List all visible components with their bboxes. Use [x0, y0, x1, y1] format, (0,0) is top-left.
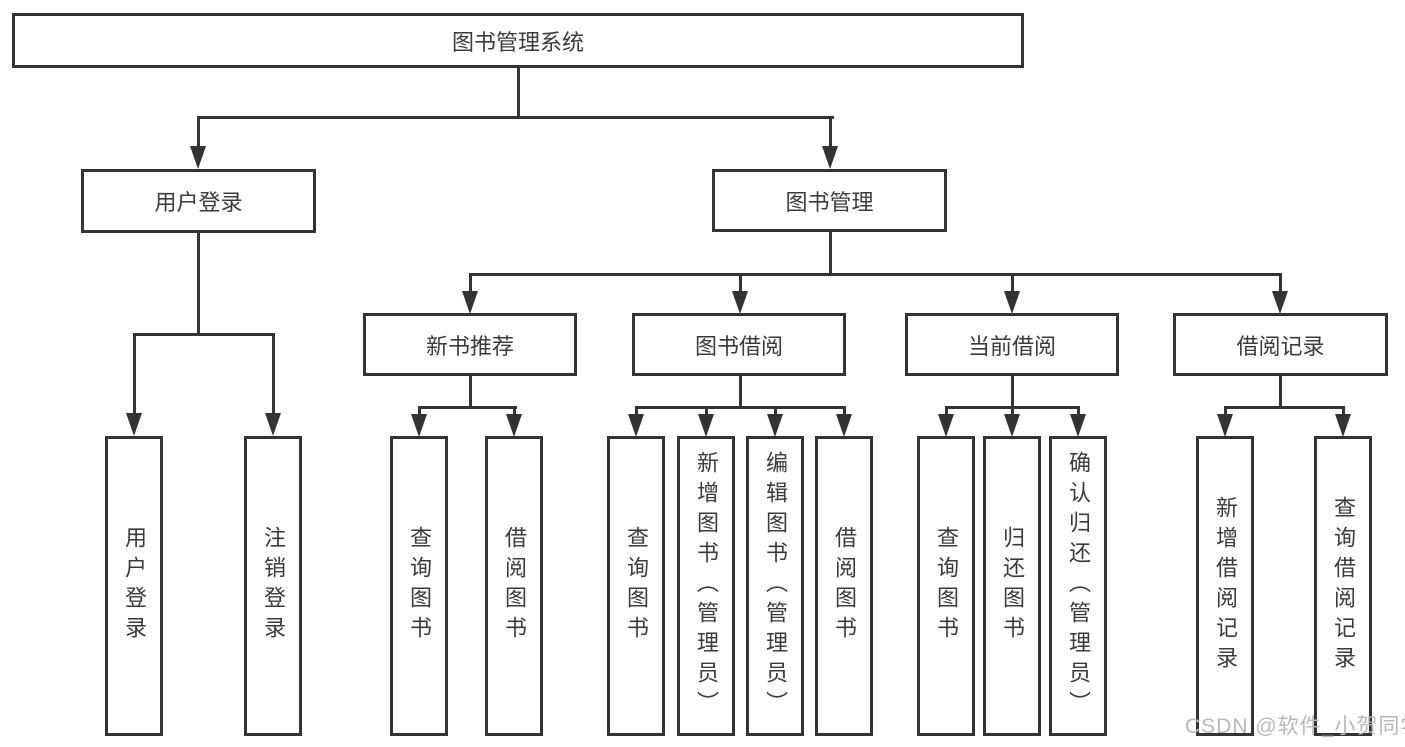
connector-l4-branch: [634, 406, 846, 409]
node-user-login: 用户登录: [81, 169, 316, 233]
connector-user-login-branch: [132, 333, 275, 336]
leaf-br-query-record-label: 查询借阅记录: [1331, 496, 1356, 676]
connector-l4-stem: [738, 376, 742, 409]
connector-l2-branch: [196, 116, 834, 119]
arrow-down-icon: [411, 414, 427, 437]
arrow-down-icon: [698, 414, 714, 437]
arrow-down-icon: [732, 291, 748, 314]
arrow-down-icon: [1272, 291, 1288, 314]
connector-l4-stem: [1278, 376, 1282, 409]
connector-leaf-stem: [132, 333, 136, 415]
connector-l2-stem-book-mgmt: [828, 116, 832, 149]
leaf-br-add-record-label: 新增借阅记录: [1213, 496, 1238, 676]
leaf-bb-add-books-label: 新增图书（管理员）: [694, 451, 719, 721]
node-book-mgmt: 图书管理: [712, 169, 947, 232]
connector-l4-stem: [468, 376, 472, 409]
connector-leaf-stem: [773, 406, 777, 416]
node-borrow-record: 借阅记录: [1173, 313, 1388, 376]
arrow-down-icon: [1004, 414, 1020, 437]
connector-l4-branch: [417, 406, 517, 409]
connector-l3-stem: [738, 273, 742, 295]
arrow-down-icon: [506, 414, 522, 437]
leaf-cb-confirm-return-label: 确认归还（管理员）: [1066, 451, 1091, 721]
connector-leaf-stem: [634, 406, 638, 416]
leaf-bb-borrow-books: 借阅图书: [815, 436, 873, 736]
node-root-label: 图书管理系统: [451, 29, 584, 55]
node-current-borrow-label: 当前借阅: [967, 333, 1056, 359]
connector-l3-stem: [1010, 273, 1014, 295]
leaf-bb-borrow-books-label: 借阅图书: [832, 526, 857, 646]
node-borrow-record-label: 借阅记录: [1236, 333, 1325, 359]
connector-leaf-stem: [512, 406, 516, 416]
arrow-down-icon: [265, 413, 281, 436]
leaf-rec-borrow-books: 借阅图书: [485, 436, 543, 736]
leaf-rec-query-books-label: 查询图书: [407, 526, 432, 646]
leaf-bb-edit-books-label: 编辑图书（管理员）: [763, 451, 788, 721]
node-new-book-rec-label: 新书推荐: [425, 333, 514, 359]
connector-leaf-stem: [417, 406, 421, 416]
connector-leaf-stem: [842, 406, 846, 416]
connector-leaf-stem: [944, 406, 948, 416]
arrow-down-icon: [1217, 414, 1233, 437]
leaf-cb-confirm-return: 确认归还（管理员）: [1049, 436, 1107, 736]
connector-leaf-stem: [1341, 406, 1345, 416]
node-current-borrow: 当前借阅: [905, 313, 1119, 376]
arrow-down-icon: [1004, 291, 1020, 314]
arrow-down-icon: [836, 414, 852, 437]
leaf-bb-query-books: 查询图书: [607, 436, 665, 736]
leaf-bb-edit-books: 编辑图书（管理员）: [746, 436, 804, 736]
connector-user-login-stem: [196, 233, 200, 336]
leaf-user-login-label: 用户登录: [122, 526, 147, 646]
arrow-down-icon: [628, 414, 644, 437]
arrow-down-icon: [1070, 414, 1086, 437]
node-book-borrow: 图书借阅: [632, 313, 846, 376]
connector-l4-stem: [1010, 376, 1014, 409]
connector-leaf-stem: [1010, 406, 1014, 416]
connector-l3-stem: [468, 273, 472, 295]
arrow-down-icon: [822, 146, 838, 169]
node-book-borrow-label: 图书借阅: [694, 333, 783, 359]
arrow-down-icon: [126, 413, 142, 436]
arrow-down-icon: [1335, 414, 1351, 437]
leaf-cb-return-books: 归还图书: [983, 436, 1041, 736]
arrow-down-icon: [190, 146, 206, 169]
connector-leaf-stem: [1223, 406, 1227, 416]
node-book-mgmt-label: 图书管理: [785, 189, 874, 215]
connector-l3-stem: [1278, 273, 1282, 295]
leaf-rec-borrow-books-label: 借阅图书: [502, 526, 527, 646]
leaf-cb-query-books-label: 查询图书: [934, 526, 959, 646]
connector-leaf-stem: [271, 333, 275, 415]
leaf-logout: 注销登录: [244, 436, 302, 736]
node-new-book-rec: 新书推荐: [363, 313, 577, 376]
leaf-cb-query-books: 查询图书: [917, 436, 975, 736]
arrow-down-icon: [767, 414, 783, 437]
connector-l2-stem-user-login: [196, 116, 200, 149]
connector-book-mgmt-stem: [828, 232, 832, 276]
leaf-br-add-record: 新增借阅记录: [1196, 436, 1254, 736]
connector-leaf-stem: [704, 406, 708, 416]
arrow-down-icon: [462, 291, 478, 314]
connector-l3-branch: [468, 273, 1282, 276]
connector-root-stem: [516, 67, 520, 119]
leaf-br-query-record: 查询借阅记录: [1314, 436, 1372, 736]
connector-l4-branch: [1223, 406, 1345, 409]
watermark-text: CSDN @软件_小贺同学: [1185, 715, 1405, 738]
connector-leaf-stem: [1076, 406, 1080, 416]
node-root: 图书管理系统: [12, 13, 1024, 68]
node-user-login-label: 用户登录: [154, 190, 243, 215]
leaf-user-login: 用户登录: [105, 436, 163, 736]
arrow-down-icon: [938, 414, 954, 437]
leaf-cb-return-books-label: 归还图书: [1000, 526, 1025, 646]
leaf-rec-query-books: 查询图书: [390, 436, 448, 736]
leaf-bb-add-books: 新增图书（管理员）: [677, 436, 735, 736]
leaf-logout-label: 注销登录: [261, 526, 286, 646]
leaf-bb-query-books-label: 查询图书: [624, 526, 649, 646]
